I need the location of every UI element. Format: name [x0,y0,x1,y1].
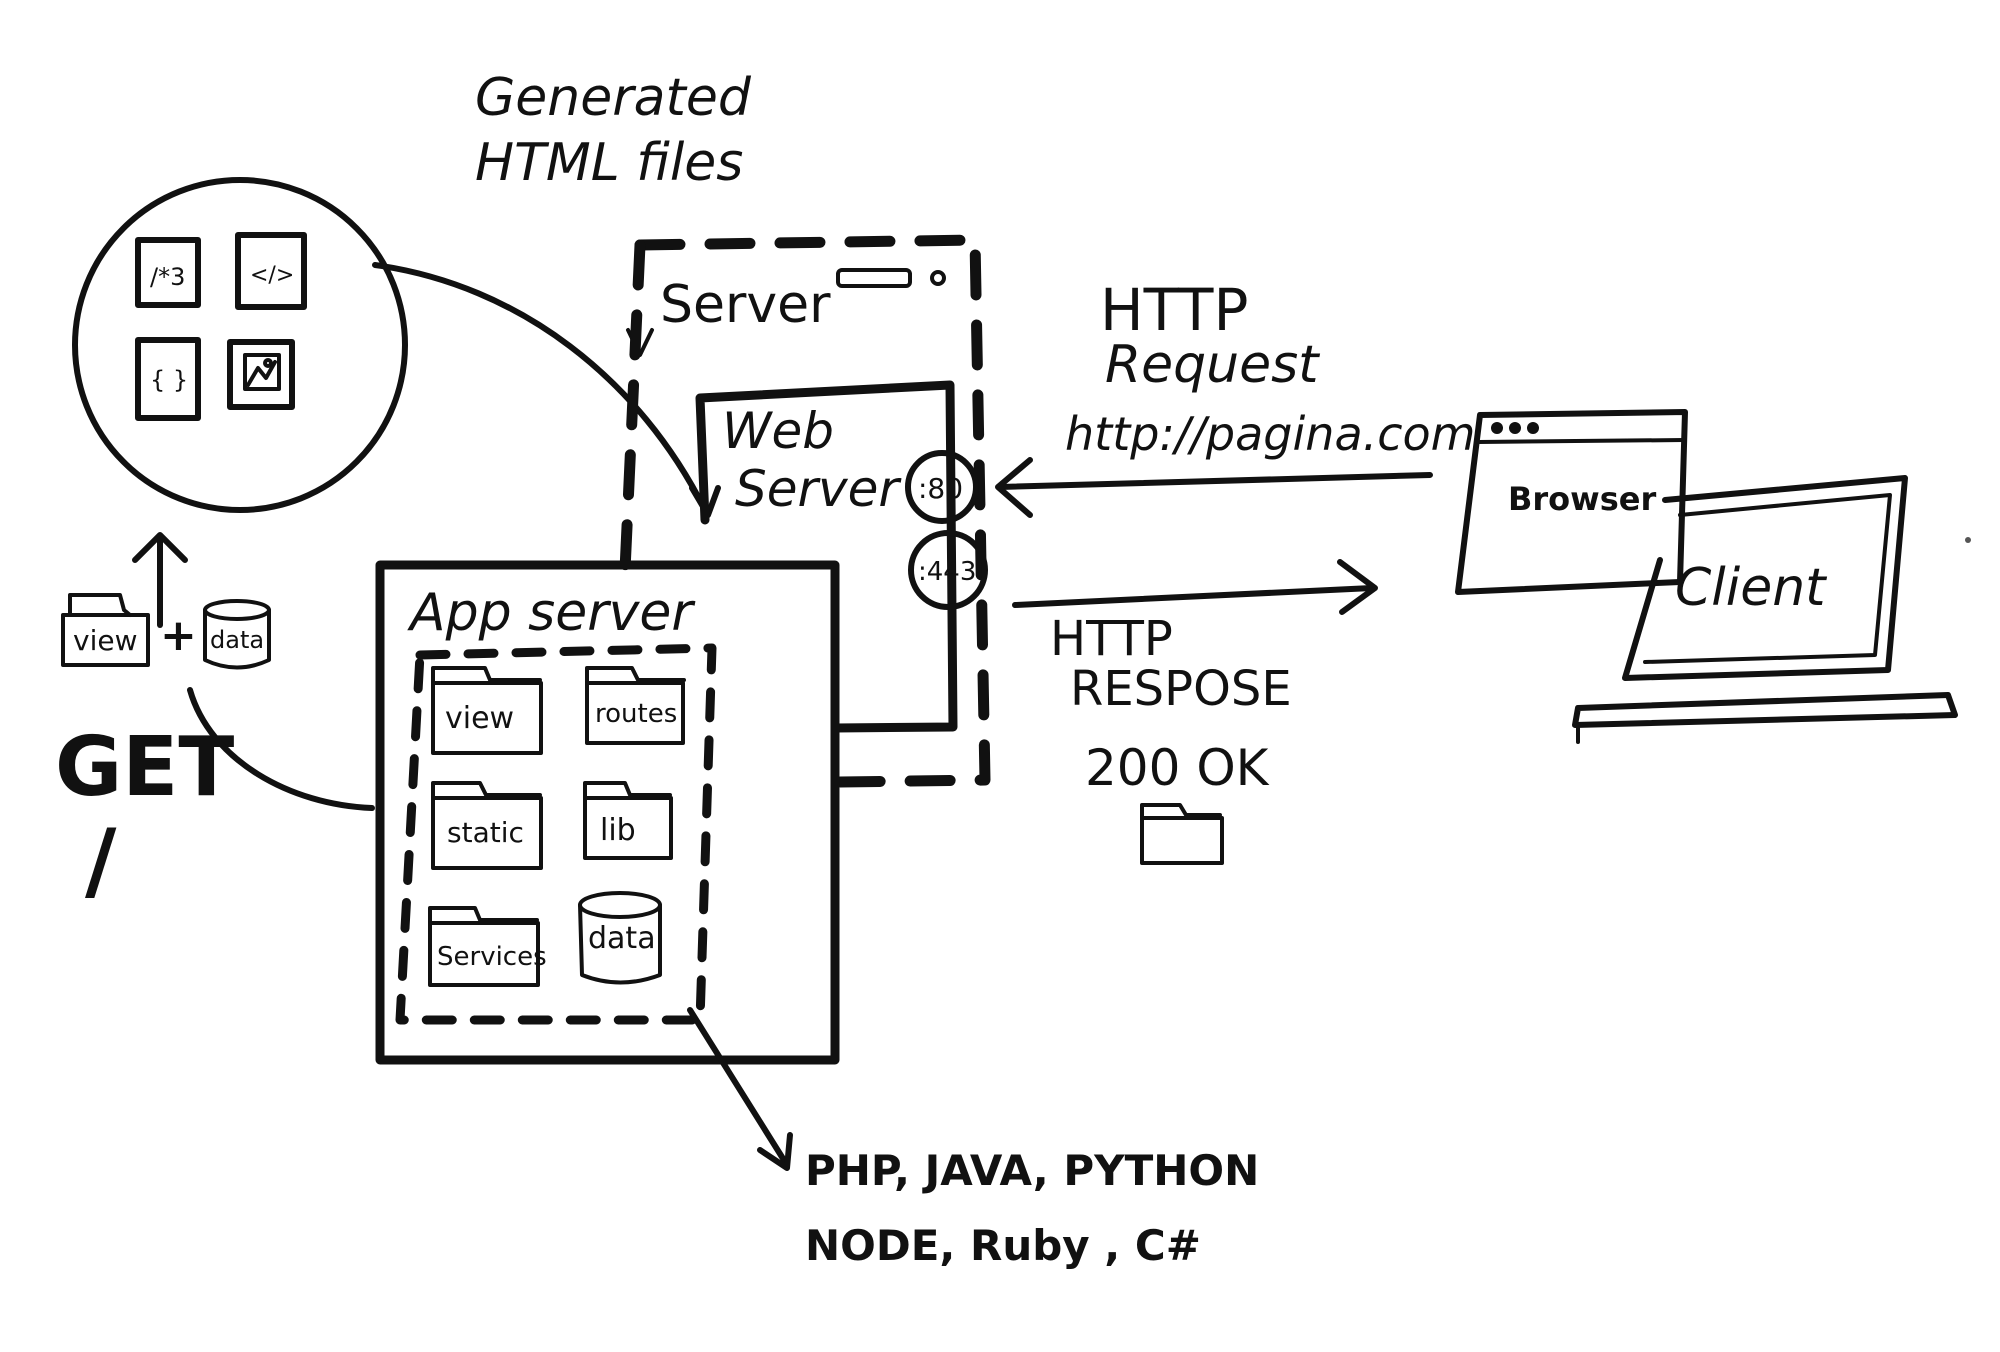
app-server-label: App server [407,583,696,643]
web-server-line1: Web [722,402,834,460]
browser-window: Browser [1455,409,1688,595]
response-line2: RESPOSE [1070,661,1292,717]
response-folder-icon [1140,803,1224,865]
folder-routes-label: routes [595,699,677,729]
get-path: / [85,811,117,911]
response-status: 200 OK [1085,739,1270,797]
generated-note-line2: HTML files [475,133,743,193]
request-url: http://pagina.com [1065,407,1476,461]
http-request: HTTP Request http://pagina.com [995,276,1476,518]
generated-files-note: Generated HTML files [475,68,752,193]
client-label: Client [1675,558,1827,618]
languages: PHP, JAVA, PYTHON NODE, Ruby , C# [805,1146,1259,1270]
folder-lib: lib [583,781,673,860]
file-icon-js-label: /*3 [150,263,185,291]
browser-label: Browser [1508,480,1656,518]
languages-arrow [687,1007,793,1171]
port-80: :80 [918,472,963,505]
db-data-label: data [588,921,656,956]
client: Client Browser [1455,409,1958,744]
file-icon-json: { } [135,337,201,421]
data-label-left: data [210,626,264,654]
generated-note-line1: Generated [475,68,752,128]
folder-static: static [431,781,543,870]
get-method: GET [55,720,234,815]
up-arrow [132,532,188,628]
web-server-line2: Server [735,460,902,518]
port-443: :443 [918,557,976,587]
languages-line2: NODE, Ruby , C# [805,1221,1201,1270]
http-response: HTTP RESPOSE 200 OK [1012,559,1378,865]
stray-dot [1965,537,1971,543]
db-data: data [578,891,662,985]
folder-services-label: Services [437,942,547,972]
languages-line1: PHP, JAVA, PYTHON [805,1146,1259,1195]
folder-view: view [431,666,543,755]
plus-sign: + [160,610,197,661]
view-label: view [73,624,137,657]
app-to-render-curve [187,687,375,811]
file-icon-json-label: { } [150,366,188,394]
folder-view-label: view [445,701,514,736]
folder-lib-label: lib [600,813,636,848]
file-icon-js: /*3 [135,237,201,308]
generated-files-circle: /*3 </> { } [72,177,408,513]
response-line1: HTTP [1050,611,1173,667]
view-plus-data: view + data [61,593,271,670]
web-server: Web Server :80 :443 [695,380,988,733]
folder-services: Services [428,906,547,987]
file-icon-html-label: </> [250,263,294,288]
server-boundary: Server [619,234,991,788]
request-line2: Request [1105,335,1320,395]
request-line1: HTTP [1100,276,1248,344]
server-label: Server [660,275,831,335]
folder-static-label: static [447,816,524,849]
app-server: App server view routes static lib Servic… [375,560,840,1065]
file-icon-html: </> [235,232,307,310]
get-request: GET / [55,720,234,911]
folder-routes: routes [585,666,686,745]
file-icon-image [227,339,295,410]
